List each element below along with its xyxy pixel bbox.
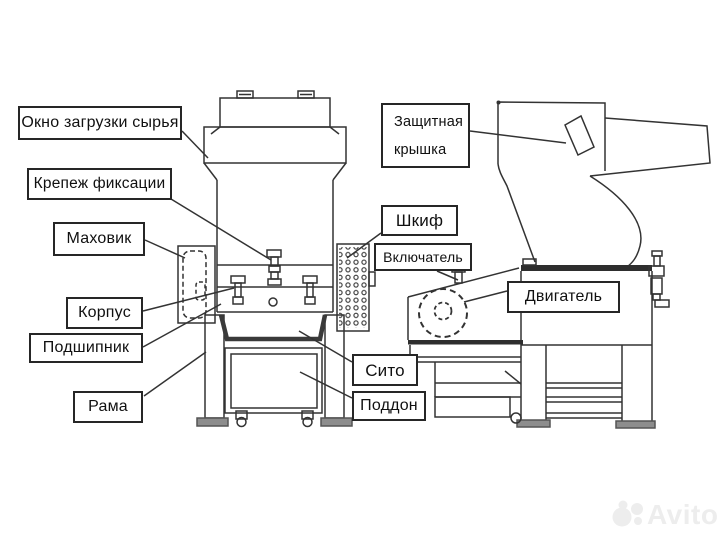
label-dvigatel: Двигатель (507, 281, 620, 313)
leader-sito (298, 330, 353, 363)
feed-chute (219, 97, 331, 128)
leader-shkif (346, 232, 382, 259)
label-zashchitnaya-kryshka: Защитная крышка (381, 103, 470, 168)
side-hopper (497, 101, 606, 171)
side-bolts (648, 250, 670, 308)
avito-watermark-text: Avito (647, 499, 719, 530)
leader-poddon (299, 371, 353, 399)
foot-left (516, 419, 551, 428)
label-rama: Рама (73, 391, 143, 423)
leader-podshipnik (142, 303, 222, 348)
leader-makhovik (144, 239, 186, 259)
leader-lines (142, 130, 567, 399)
left-machine (177, 90, 376, 428)
leader-zashchitnaya (469, 130, 567, 144)
foot-left (196, 417, 229, 427)
foot-right (615, 420, 656, 429)
leader-vklyuchatel (436, 270, 459, 281)
label-vklyuchatel: Включатель (374, 243, 472, 271)
label-makhovik: Маховик (53, 222, 145, 256)
sieve-trough (218, 314, 328, 342)
frame-leg-left (204, 314, 225, 419)
motor-platform (408, 340, 523, 345)
leader-krepezh (170, 198, 272, 261)
label-krepezh-fiksacii: Крепеж фиксации (27, 168, 172, 200)
collection-tray (224, 347, 323, 428)
motor (418, 288, 468, 338)
label-korpus: Корпус (66, 297, 143, 329)
frame-rails (409, 345, 522, 424)
discharge-chute (589, 117, 711, 177)
leader-rama (143, 351, 207, 397)
protective-cover-plate (564, 114, 595, 157)
pulley-guard (336, 243, 376, 332)
fixing-bolt-left (230, 275, 246, 305)
label-line-1: Защитная (394, 113, 464, 130)
label-okno-zagruzki-syrya: Окно загрузки сырья (18, 106, 182, 140)
leader-korpus (142, 287, 235, 312)
avito-logo-icon (612, 500, 643, 527)
leader-okno (181, 130, 209, 159)
foot-right (320, 417, 353, 427)
label-sito: Сито (352, 354, 418, 386)
loading-hopper (203, 126, 347, 164)
fixing-bolt-center (266, 249, 282, 286)
leader-dvigatel (463, 290, 508, 303)
label-shkif: Шкиф (381, 205, 458, 236)
label-podshipnik: Подшипник (29, 333, 143, 363)
label-line-2: крышка (394, 141, 447, 158)
base-rails (546, 382, 622, 419)
label-poddon: Поддон (352, 391, 426, 421)
fixing-bolt-right (302, 275, 318, 305)
